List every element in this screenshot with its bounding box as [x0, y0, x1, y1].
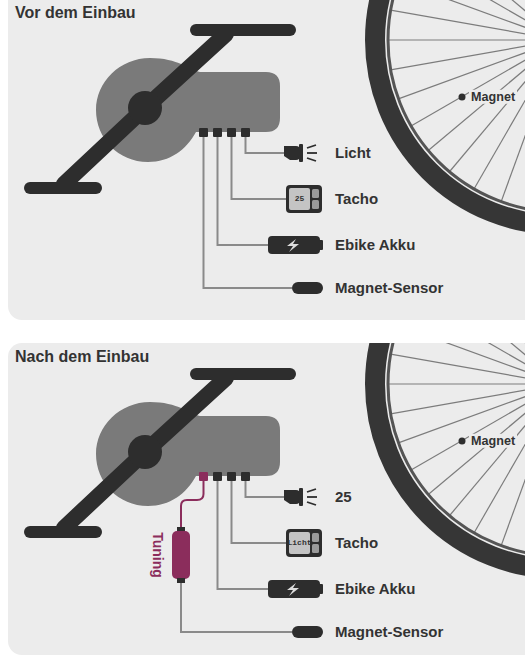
drawing-part	[30, 374, 323, 638]
part-label: 25	[335, 488, 352, 505]
part-label: Tacho	[335, 190, 378, 207]
display-value: 25	[295, 194, 305, 203]
drawing-part	[375, 0, 525, 225]
drawing-part	[375, 343, 525, 569]
wire	[181, 583, 292, 632]
display-value: Licht	[287, 538, 311, 547]
port	[199, 128, 208, 137]
part-label: Ebike Akku	[335, 236, 415, 253]
panel-title: Nach dem Einbau	[15, 348, 149, 366]
tuning-label: Tuning	[150, 532, 166, 578]
panel: Vor dem Einbau	[8, 0, 525, 320]
part-label: Licht	[335, 144, 371, 161]
part-label: Magnet	[469, 434, 517, 448]
panel-ground	[8, 0, 525, 320]
wire	[204, 137, 293, 288]
tuning-cap	[177, 578, 185, 583]
part-label: Tacho	[335, 534, 378, 551]
drawing-part	[375, 0, 525, 225]
tuning-wire	[181, 481, 204, 530]
drawing-part	[30, 30, 323, 294]
part-label: Magnet-Sensor	[335, 279, 443, 296]
part-label: Ebike Akku	[335, 580, 415, 597]
drawing-part	[375, 343, 525, 569]
tuning-module	[172, 531, 190, 579]
part-label: Magnet-Sensor	[335, 623, 443, 640]
panel-ground	[8, 343, 525, 655]
tuning-port	[199, 472, 208, 481]
panel: Nach dem Einbau	[8, 343, 525, 655]
part-label: Magnet	[469, 90, 517, 104]
panel-title: Vor dem Einbau	[15, 4, 136, 22]
